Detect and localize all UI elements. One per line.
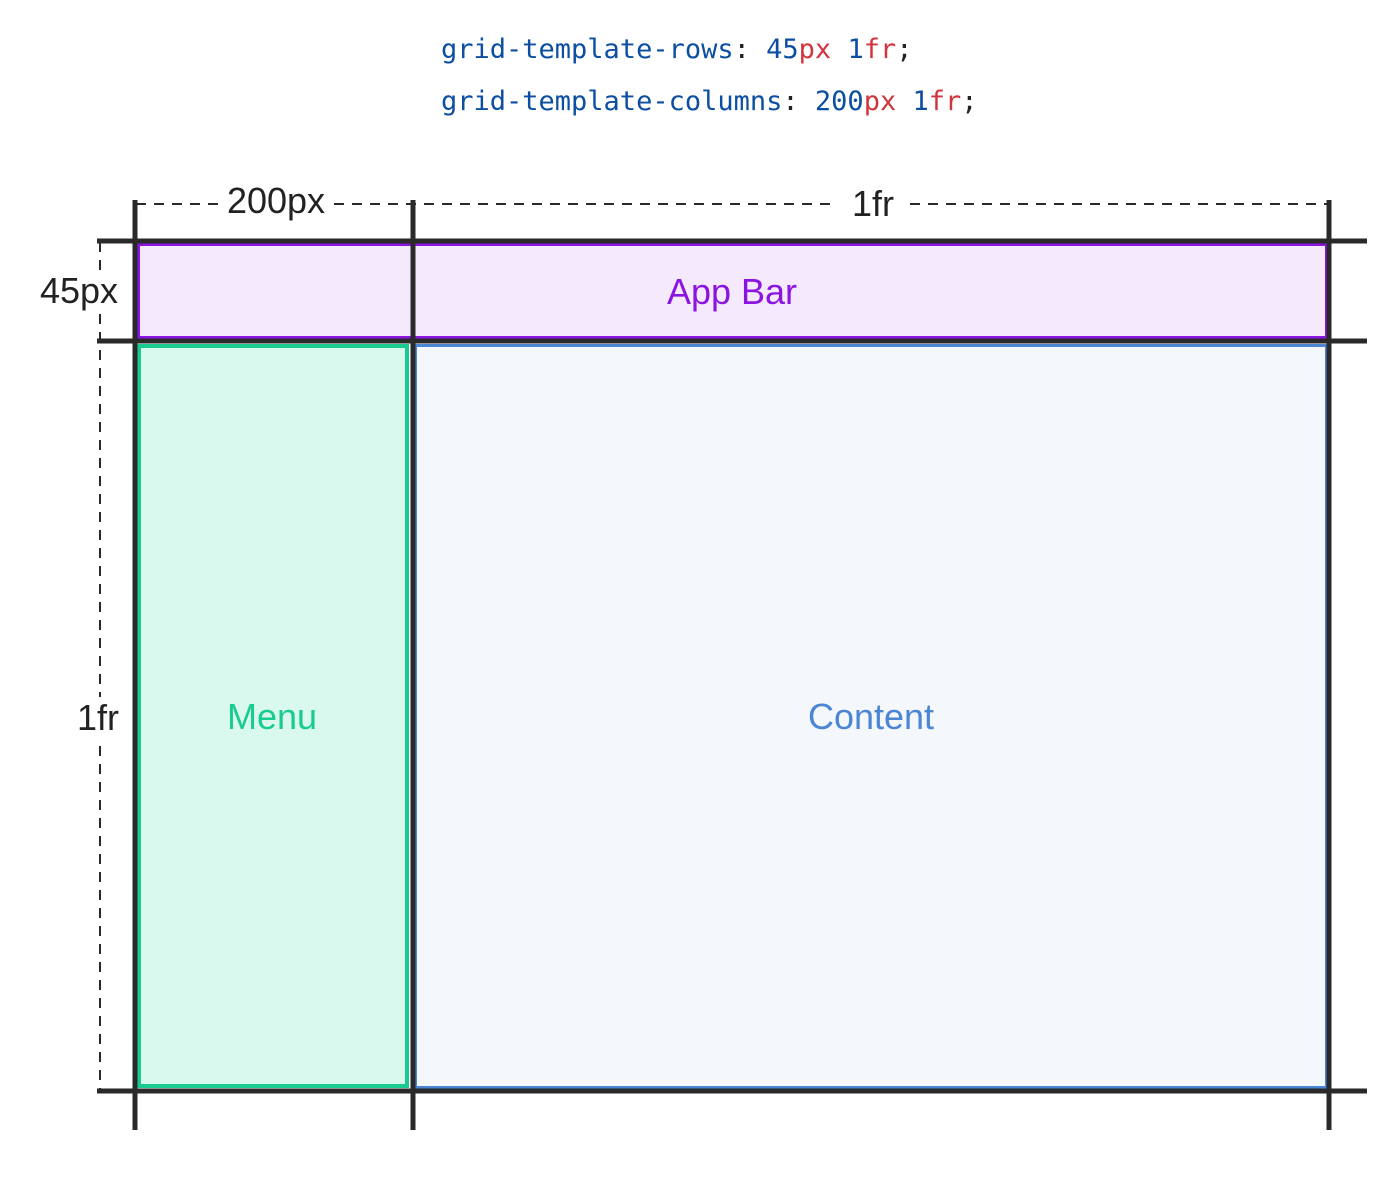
columns-property: grid-template-columns: [441, 86, 783, 117]
rows-colon: :: [733, 34, 750, 65]
rows-value-2-unit: fr: [863, 34, 897, 65]
rows-value-2-number: 1: [847, 34, 864, 65]
app-bar-area: [137, 243, 1328, 339]
rows-semicolon: ;: [896, 34, 913, 65]
app-bar-label: App Bar: [666, 271, 798, 312]
grid-line-group: [97, 200, 1367, 1130]
rows-value-1-unit: px: [798, 34, 832, 65]
columns-semicolon: ;: [961, 86, 978, 117]
row-1-size-label: 45px: [39, 270, 119, 312]
content-label: Content: [807, 696, 935, 737]
columns-value-2-number: 1: [912, 86, 929, 117]
code-line-rows: grid-template-rows: 45px 1fr;: [441, 34, 912, 66]
columns-value-1-number: 200: [814, 86, 864, 117]
columns-value-1-unit: px: [863, 86, 897, 117]
columns-colon: :: [782, 86, 799, 117]
column-2-size-label: 1fr: [837, 183, 909, 225]
column-1-size-label: 200px: [222, 180, 330, 222]
row-2-size-label: 1fr: [76, 697, 120, 739]
menu-area: [137, 344, 409, 1088]
rows-property: grid-template-rows: [441, 34, 734, 65]
rows-value-1-number: 45: [766, 34, 799, 65]
dimension-guides: [99, 203, 1328, 1090]
columns-value-2-unit: fr: [928, 86, 962, 117]
code-line-columns: grid-template-columns: 200px 1fr;: [441, 86, 978, 118]
menu-label: Menu: [226, 696, 318, 737]
